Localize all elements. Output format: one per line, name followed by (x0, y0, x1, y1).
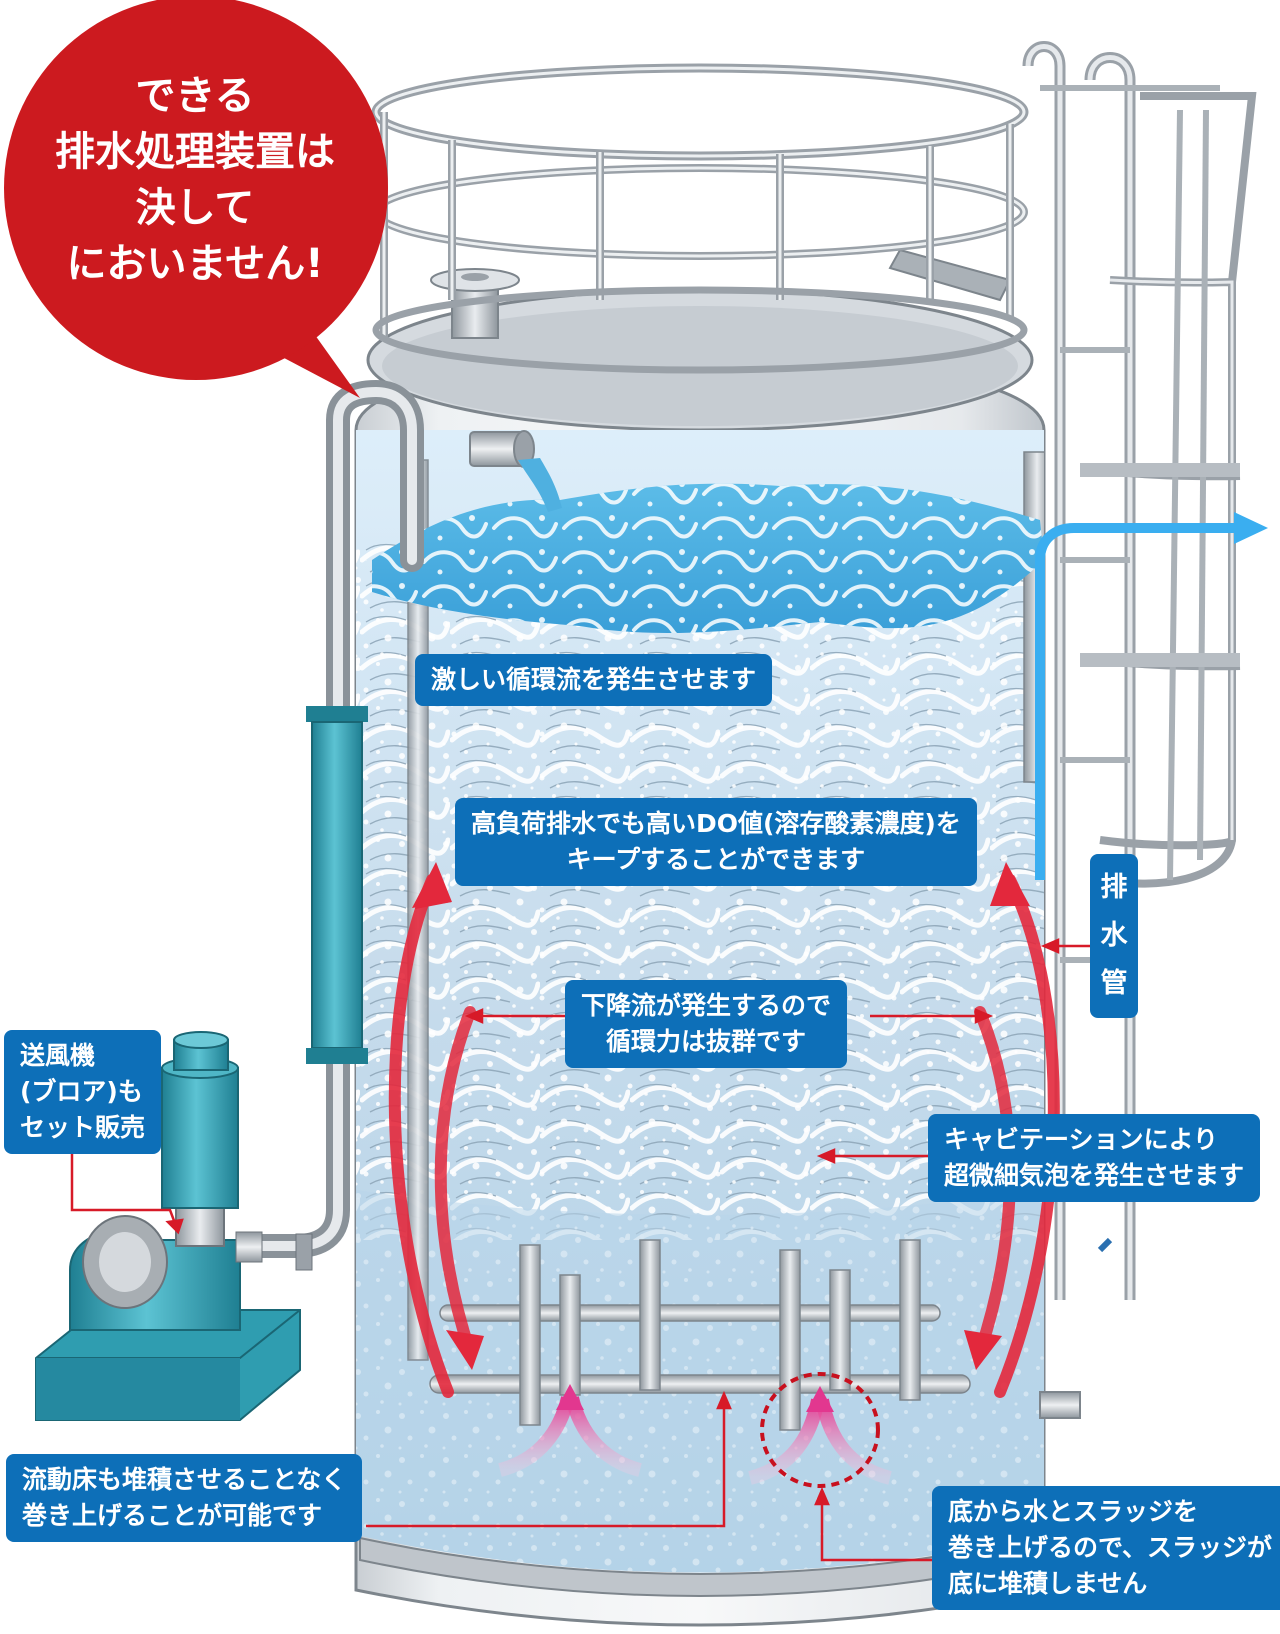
circulation-label: 激しい循環流を発生させます (415, 654, 772, 706)
blower-text: (ブロア)も (20, 1074, 145, 1110)
do-value-label: 高負荷排水でも高いDO値(溶存酸素濃度)を キープすることができます (455, 798, 977, 886)
downflow-label: 下降流が発生するので 循環力は抜群です (565, 980, 847, 1068)
sludge-text: 底から水とスラッジを (948, 1494, 1272, 1530)
downflow-text: 下降流が発生するので (581, 988, 831, 1024)
downflow-text: 循環力は抜群です (581, 1024, 831, 1060)
bubble-text: できる 排水処理装置は 決して においません! (20, 68, 370, 292)
do-value-text: 高負荷排水でも高いDO値(溶存酸素濃度)を (471, 806, 961, 842)
blower-text: 送風機 (20, 1038, 145, 1074)
do-value-text: キープすることができます (471, 842, 961, 878)
fluid-bed-text: 流動床も堆積させることなく (22, 1462, 346, 1498)
drain-pipe-char: 水 (1090, 912, 1138, 960)
fluid-bed-label: 流動床も堆積させることなく 巻き上げることが可能です (6, 1454, 362, 1542)
circulation-text: 激しい循環流を発生させます (431, 662, 756, 698)
drain-pipe-label: 排 水 管 (1090, 854, 1138, 1018)
blower-text: セット販売 (20, 1110, 145, 1146)
sludge-text: 底に堆積しません (948, 1566, 1272, 1602)
bubble-line: においません! (20, 236, 370, 292)
tank (356, 250, 1080, 1630)
sludge-label: 底から水とスラッジを 巻き上げるので、スラッジが 底に堆積しません (932, 1486, 1280, 1610)
bubble-line: できる (20, 68, 370, 124)
cavitation-label: キャビテーションにより 超微細気泡を発生させます (928, 1114, 1260, 1202)
fluid-bed-text: 巻き上げることが可能です (22, 1498, 346, 1534)
cavitation-text: キャビテーションにより (944, 1122, 1244, 1158)
sludge-text: 巻き上げるので、スラッジが (948, 1530, 1272, 1566)
drain-pipe-char: 管 (1090, 960, 1138, 1008)
drain-pipe-char: 排 (1090, 864, 1138, 912)
cavitation-text: 超微細気泡を発生させます (944, 1158, 1244, 1194)
bubble-line: 排水処理装置は (20, 124, 370, 180)
blower-label: 送風機 (ブロア)も セット販売 (4, 1030, 161, 1154)
bubble-line: 決して (20, 180, 370, 236)
ladder-cage (1028, 47, 1252, 1301)
